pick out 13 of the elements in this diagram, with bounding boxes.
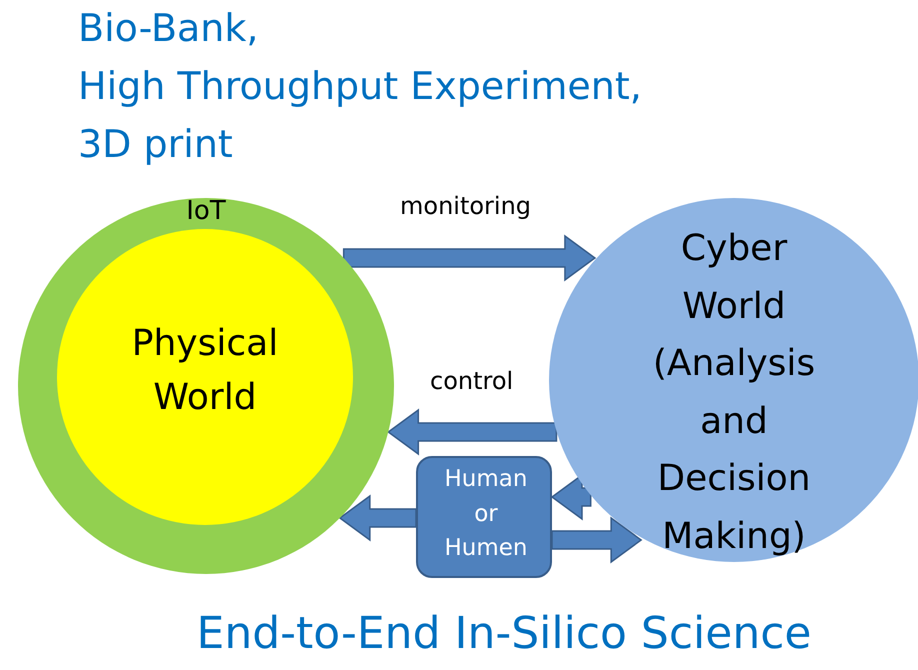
node-text: Human or Humen: [443, 465, 528, 563]
node-text: Cyber World (Analysis and Decision Making): [652, 227, 816, 559]
rounded-box: [416, 456, 552, 578]
node-text: IoT: [185, 196, 227, 228]
node-text: Physical World: [130, 322, 280, 420]
block-arrow: [342, 234, 596, 282]
note-text: Bio-Bank,: [78, 6, 258, 52]
block-arrow: [338, 494, 417, 542]
note-text: High Throughput Experiment,: [78, 64, 642, 110]
note-text: 3D print: [78, 122, 233, 168]
caption: End-to-End In-Silico Science: [196, 608, 812, 661]
block-arrow: [551, 516, 642, 564]
block-arrow: [387, 408, 558, 456]
